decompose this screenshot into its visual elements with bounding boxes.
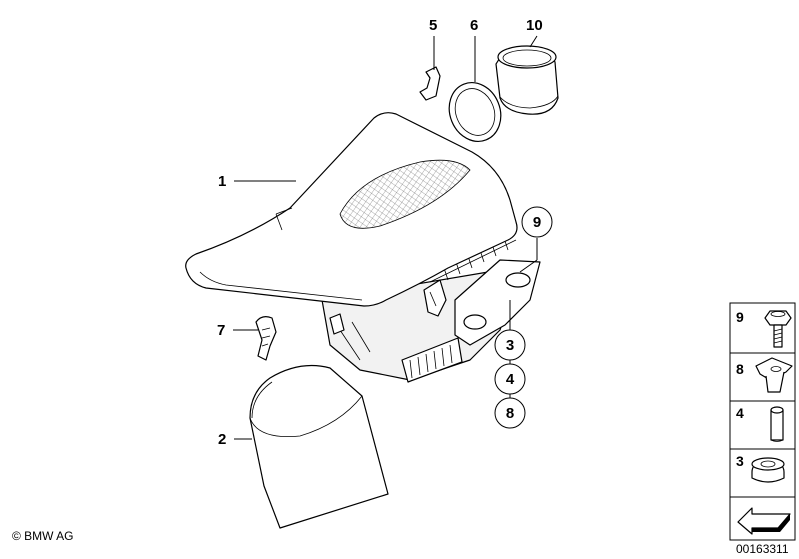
part-2-shroud <box>249 364 389 529</box>
callout-5: 5 <box>429 17 437 34</box>
callout-10: 10 <box>526 17 543 34</box>
callout-circle-4 <box>494 363 526 395</box>
clip-nut-icon <box>755 357 793 393</box>
legend-panel: 9 8 4 3 <box>729 302 796 541</box>
part-6-ring <box>448 82 502 142</box>
callout-circle-3 <box>494 329 526 361</box>
part-1-housing <box>185 112 541 383</box>
part-7-connector <box>255 316 277 361</box>
diagram-id: 00163311 <box>736 542 789 556</box>
callout-9: 9 <box>533 214 541 231</box>
bolt-icon <box>764 310 792 348</box>
arrow-icon <box>737 507 791 535</box>
bushing-icon <box>770 406 784 442</box>
callout-circle-9 <box>521 206 553 238</box>
legend-number-4: 4 <box>736 405 744 421</box>
callout-7: 7 <box>217 322 225 339</box>
grommet-icon <box>751 457 785 483</box>
leader-lines <box>233 35 538 440</box>
callout-4: 4 <box>506 371 515 388</box>
callout-6: 6 <box>470 17 478 34</box>
callout-3: 3 <box>506 337 514 354</box>
legend-number-3: 3 <box>736 453 744 469</box>
legend-number-9: 9 <box>736 309 744 325</box>
part-5-clip <box>419 66 441 101</box>
legend-box-4 <box>729 400 796 450</box>
callout-1: 1 <box>218 173 226 190</box>
part-10-sleeve <box>495 45 559 115</box>
callout-2: 2 <box>218 431 226 448</box>
legend-box-8 <box>729 352 796 402</box>
callout-8: 8 <box>506 405 514 422</box>
copyright-text: © BMW AG <box>12 529 74 543</box>
callout-circle-8 <box>494 397 526 429</box>
legend-number-8: 8 <box>736 361 744 377</box>
